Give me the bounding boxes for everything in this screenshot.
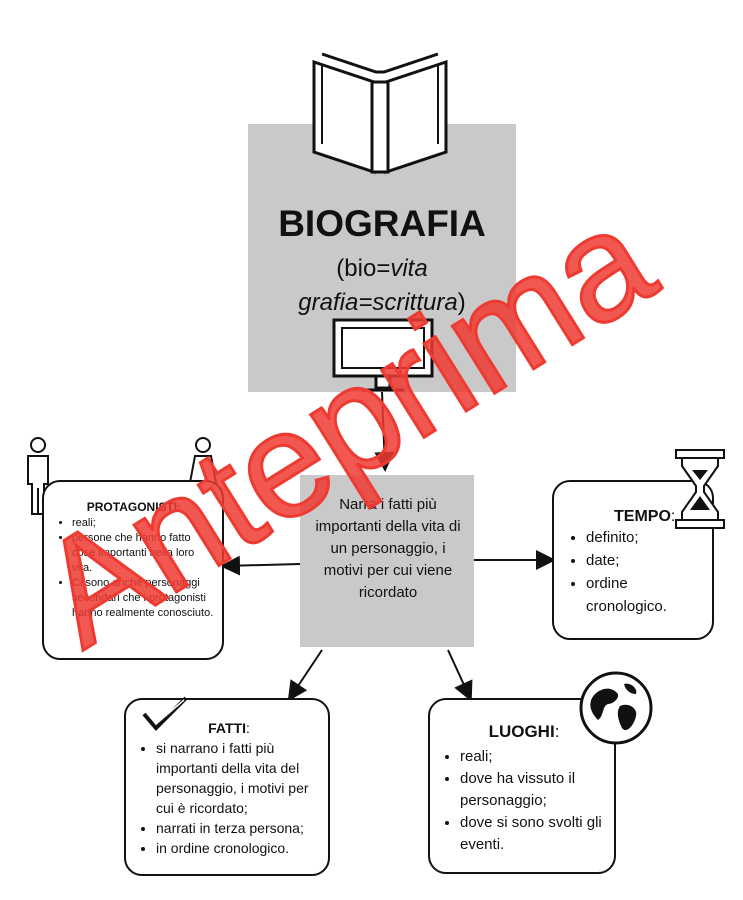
fatti-item: si narrano i fatti più importanti della … (156, 738, 320, 818)
fatti-item: in ordine cronologico. (156, 838, 320, 858)
arrow-to-protagonisti (220, 555, 301, 576)
checkmark-icon (142, 696, 188, 731)
tempo-item: ordine cronologico. (586, 572, 702, 618)
protagonisti-title: PROTAGONISTI: (86, 500, 182, 514)
box-tempo: TEMPO: definito; date; ordine cronologic… (552, 480, 714, 640)
book-icon (312, 52, 448, 175)
hourglass-icon (675, 449, 725, 529)
arrow-to-fatti (287, 649, 323, 702)
luoghi-title: LUOGHI: (488, 722, 560, 741)
globe-icon (579, 671, 653, 745)
title: BIOGRAFIA (278, 203, 486, 244)
luoghi-item: dove si sono svolti gli eventi. (460, 812, 606, 856)
fatti-title: FATTI: (208, 720, 250, 736)
arrow-to-luoghi (447, 649, 473, 702)
box-protagonisti: PROTAGONISTI: reali; persone che hanno f… (42, 480, 224, 660)
luoghi-item: dove ha vissuto il personaggio; (460, 768, 606, 812)
protagonisti-item: reali; (72, 516, 214, 531)
box-fatti: FATTI: si narrano i fatti più importanti… (124, 698, 330, 876)
subtitle: (bio=vita grafia=scrittura) (298, 255, 466, 316)
monitor-icon (332, 318, 434, 392)
tempo-title: TEMPO: (614, 508, 676, 525)
luoghi-item: reali; (460, 746, 606, 768)
protagonisti-item: Ci sono anche personaggi secondari che i… (72, 576, 214, 621)
tempo-item: date; (586, 549, 702, 572)
protagonisti-item: persone che hanno fatto cose importanti … (72, 531, 214, 576)
tempo-item: definito; (586, 526, 702, 549)
center-panel (300, 475, 474, 647)
arrow-to-center (374, 391, 395, 472)
box-luoghi: LUOGHI: reali; dove ha vissuto il person… (428, 698, 616, 874)
center-text: Narra i fatti più importanti della vita … (315, 496, 461, 601)
fatti-item: narrati in terza persona; (156, 818, 320, 838)
